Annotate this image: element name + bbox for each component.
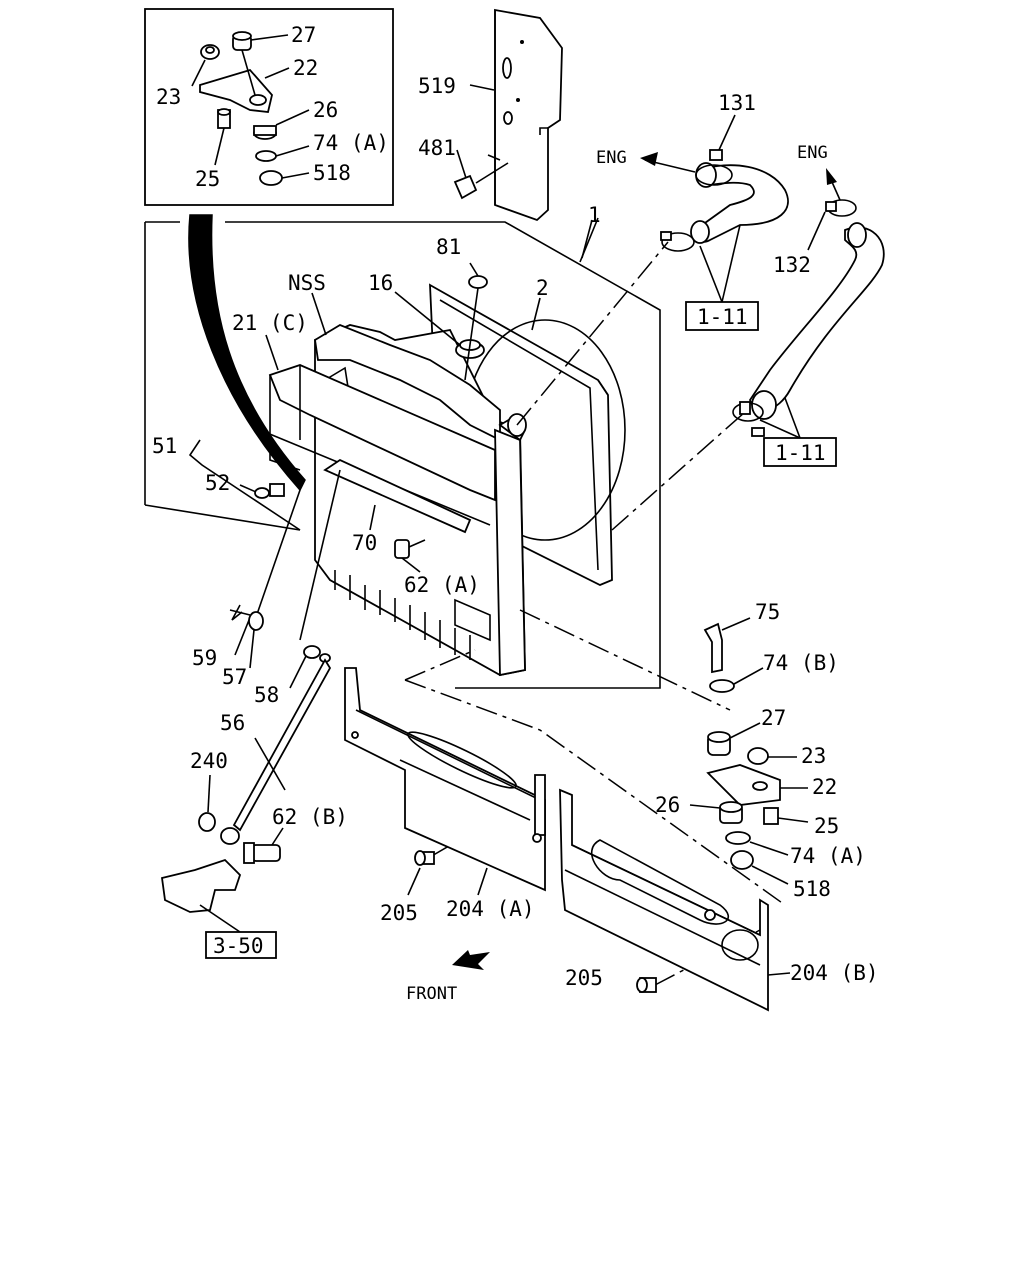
- label-eng-left: ENG: [596, 148, 627, 168]
- bolt-52: [188, 439, 301, 531]
- label-inset-22: 22: [293, 56, 318, 80]
- label-inset-74a: 74 (A): [313, 131, 389, 155]
- ref-1-11-top-group: [685, 224, 759, 331]
- rod-56-assembly: [160, 611, 332, 959]
- bolt-62a: [394, 539, 426, 573]
- label-81: 81: [436, 235, 461, 259]
- label-62b: 62 (B): [272, 805, 348, 829]
- label-nss: NSS: [288, 271, 326, 295]
- label-51: 51: [152, 434, 177, 458]
- label-518: 518: [793, 877, 831, 901]
- radiator-core: [259, 219, 593, 677]
- label-205-a: 205: [380, 901, 418, 925]
- right-mount-stack: [689, 617, 809, 885]
- label-74b: 74 (B): [763, 651, 839, 675]
- part-519-panel: [453, 8, 563, 222]
- label-240: 240: [190, 749, 228, 773]
- upper-hose: [640, 114, 789, 252]
- label-21c: 21 (C): [232, 311, 308, 335]
- ref-1-11-top: 1-11: [697, 305, 748, 329]
- label-52: 52: [205, 471, 230, 495]
- part-204a-cover: [344, 667, 546, 896]
- front-arrow: [452, 950, 490, 970]
- label-131: 131: [718, 91, 756, 115]
- inset-pointer-arrow: [188, 214, 306, 492]
- label-204a: 204 (A): [446, 897, 535, 921]
- label-56: 56: [220, 711, 245, 735]
- label-inset-27: 27: [291, 23, 316, 47]
- label-eng-right: ENG: [797, 143, 828, 163]
- ref-1-11-bottom: 1-11: [775, 441, 826, 465]
- ref-3-50: 3-50: [213, 934, 264, 958]
- label-inset-26: 26: [313, 98, 338, 122]
- lower-hose: [732, 168, 885, 437]
- reference-boxes: 1-11 1-11 3-50: [213, 305, 826, 958]
- ref-1-11-bottom-group: [759, 397, 837, 467]
- label-205-b: 205: [565, 966, 603, 990]
- label-132: 132: [773, 253, 811, 277]
- label-62a: 62 (A): [404, 573, 480, 597]
- label-26: 26: [655, 793, 680, 817]
- main-assembly-outline: [144, 217, 661, 689]
- label-2: 2: [536, 276, 549, 300]
- label-481: 481: [418, 136, 456, 160]
- label-75: 75: [755, 600, 780, 624]
- label-519: 519: [418, 74, 456, 98]
- label-74a: 74 (A): [790, 844, 866, 868]
- label-1: 1: [588, 203, 601, 227]
- part-204b-cover: [559, 788, 791, 1012]
- label-27: 27: [761, 706, 786, 730]
- radiator-fins: [324, 366, 491, 660]
- label-58: 58: [254, 683, 279, 707]
- label-57: 57: [222, 665, 247, 689]
- callout-labels: 27 22 23 26 74 (A) 25 518 519 481 131 EN…: [152, 23, 879, 1004]
- label-inset-518: 518: [313, 161, 351, 185]
- connection-lines: [229, 241, 786, 986]
- label-59: 59: [192, 646, 217, 670]
- label-front: FRONT: [406, 984, 457, 1004]
- label-22: 22: [812, 775, 837, 799]
- label-16: 16: [368, 271, 393, 295]
- label-inset-25: 25: [195, 167, 220, 191]
- label-inset-23: 23: [156, 85, 181, 109]
- label-23: 23: [801, 744, 826, 768]
- inset-detail: [144, 8, 394, 206]
- label-204b: 204 (B): [790, 961, 879, 985]
- label-25: 25: [814, 814, 839, 838]
- label-70: 70: [352, 531, 377, 555]
